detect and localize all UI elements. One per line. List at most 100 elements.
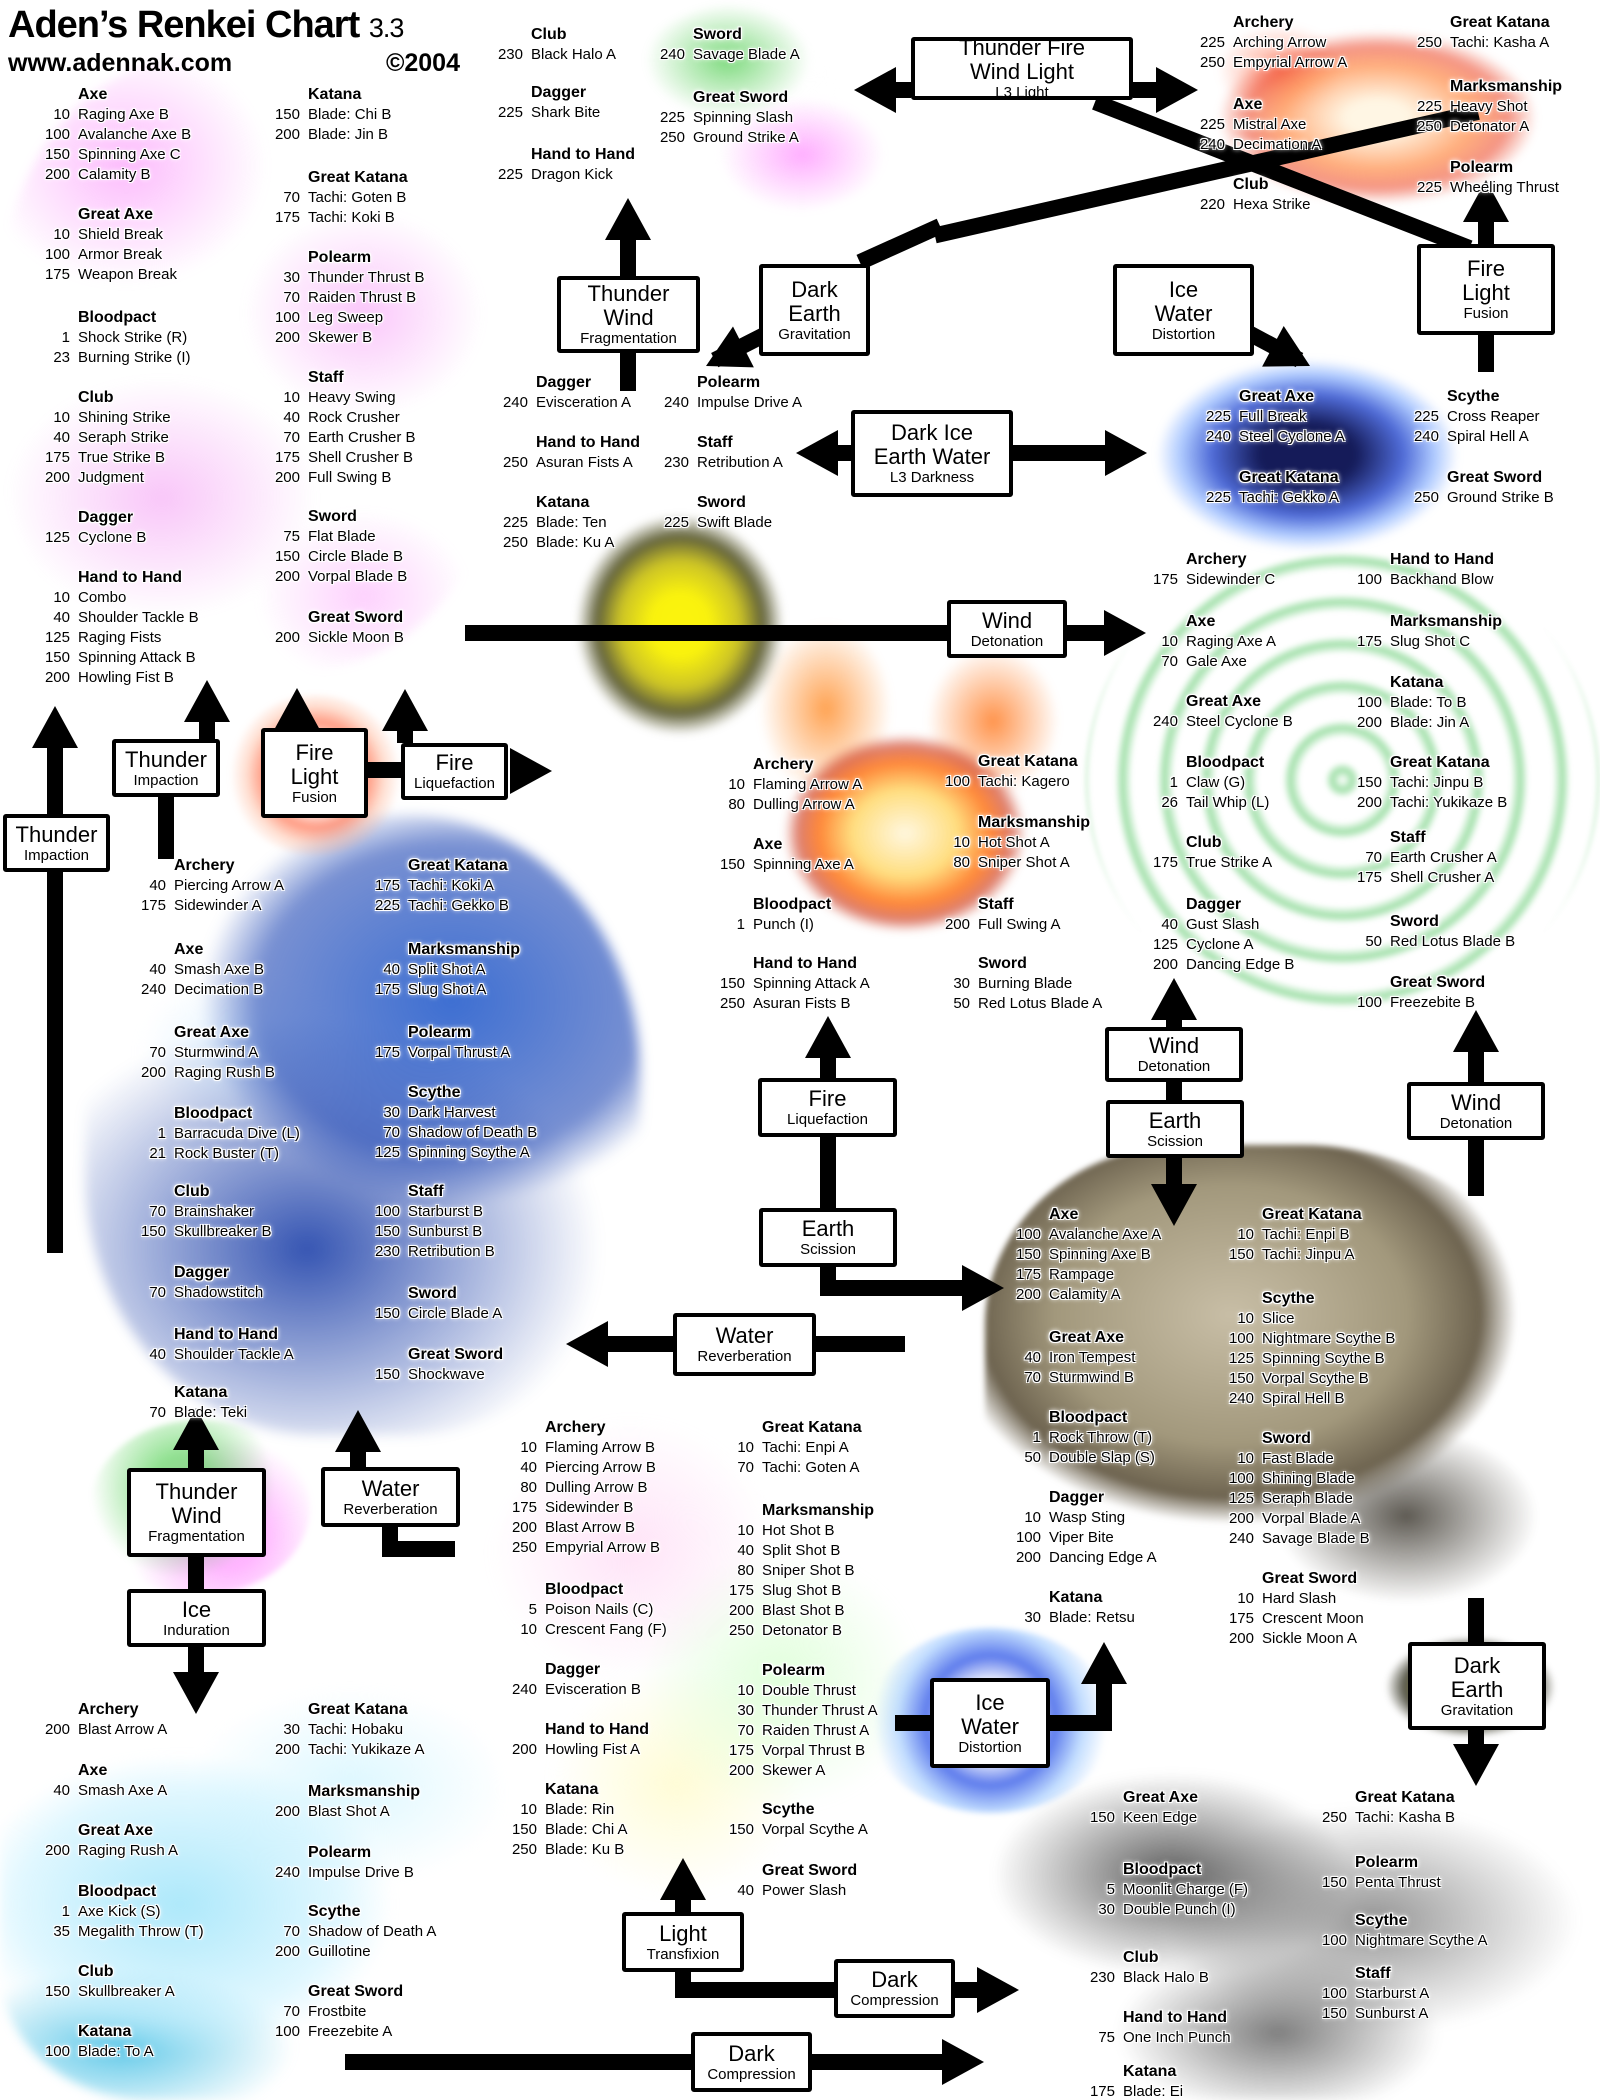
skill-level: 150 bbox=[374, 1366, 400, 1383]
skill-name: Shell Crusher A bbox=[1390, 869, 1495, 886]
skill-name: Earth Crusher A bbox=[1390, 849, 1497, 866]
group-heading: Hand to Hand bbox=[1123, 2009, 1227, 2026]
skill-level: 250 bbox=[1321, 1809, 1347, 1826]
group-heading: Sword bbox=[308, 508, 357, 525]
box-sublabel: L3 Light bbox=[995, 84, 1049, 101]
skill-level: 40 bbox=[1024, 1349, 1041, 1366]
skill-name: Red Lotus Blade A bbox=[978, 995, 1103, 1012]
skill-name: Tachi: Gekko B bbox=[408, 897, 509, 914]
box-sublabel: Reverberation bbox=[343, 1500, 438, 1518]
skill-level: 10 bbox=[1161, 633, 1178, 650]
arrow-bar bbox=[820, 1280, 966, 1296]
skill-level: 175 bbox=[1015, 1266, 1041, 1283]
skill-level: 225 bbox=[659, 109, 685, 126]
group-heading: Great Sword bbox=[308, 609, 404, 626]
box-sublabel: L3 Darkness bbox=[889, 469, 975, 486]
skill-level: 200 bbox=[511, 1741, 537, 1758]
skill-name: Shoulder Tackle A bbox=[174, 1346, 294, 1363]
skill-level: 200 bbox=[274, 329, 300, 346]
arrow-bar bbox=[1468, 1730, 1484, 1744]
skill-name: Earth Crusher B bbox=[308, 429, 416, 446]
box-label: Dark bbox=[871, 1967, 918, 1992]
box-label: Light bbox=[290, 763, 339, 789]
skill-name: Hard Slash bbox=[1262, 1590, 1337, 1607]
skill-level: 175 bbox=[1356, 869, 1382, 886]
box-sublabel: Detonation bbox=[1439, 1114, 1513, 1132]
skill-name: Claw (G) bbox=[1186, 774, 1246, 791]
skill-name: Crescent Fang (F) bbox=[545, 1621, 667, 1638]
skill-name: Steel Cyclone A bbox=[1239, 428, 1345, 445]
skill-name: Spinning Scythe B bbox=[1262, 1350, 1385, 1367]
skill-name: Tachi: Kasha A bbox=[1450, 34, 1550, 51]
skill-name: Tachi: Gekko A bbox=[1239, 489, 1340, 506]
skill-name: Black Halo A bbox=[531, 46, 617, 63]
skill-name: Sidewinder B bbox=[545, 1499, 634, 1516]
box-label: Water bbox=[715, 1323, 774, 1348]
box-sublabel: Detonation bbox=[970, 632, 1044, 650]
group-heading: Bloodpact bbox=[78, 309, 157, 326]
arrowhead-right bbox=[1156, 67, 1198, 113]
box-label: Ice bbox=[181, 1596, 212, 1622]
skill-level: 100 bbox=[44, 246, 70, 263]
skill-name: Slug Shot A bbox=[408, 981, 487, 998]
skill-level: 200 bbox=[274, 126, 300, 143]
skill-name: Spinning Scythe A bbox=[408, 1144, 530, 1161]
skill-level: 225 bbox=[1205, 408, 1231, 425]
arrow-bar bbox=[1133, 82, 1156, 98]
arrow-bar bbox=[382, 1541, 455, 1557]
skill-name: Shining Blade bbox=[1262, 1470, 1355, 1487]
skill-name: Brainshaker bbox=[174, 1203, 255, 1220]
skill-level: 26 bbox=[1161, 794, 1178, 811]
skill-level: 30 bbox=[1098, 1901, 1115, 1918]
skill-level: 40 bbox=[149, 961, 166, 978]
arrowhead-up bbox=[1081, 1642, 1127, 1684]
skill-name: Fast Blade bbox=[1262, 1450, 1334, 1467]
group-heading: Axe bbox=[1049, 1206, 1079, 1223]
skill-name: Vorpal Blade B bbox=[308, 568, 408, 585]
skill-level: 200 bbox=[274, 568, 300, 585]
skill-level: 70 bbox=[149, 1404, 166, 1421]
skill-name: Flaming Arrow B bbox=[545, 1439, 656, 1456]
skill-name: Slice bbox=[1262, 1310, 1295, 1327]
box-sublabel: Impaction bbox=[133, 771, 199, 789]
skill-level: 150 bbox=[511, 1821, 537, 1838]
arrow-bar bbox=[47, 872, 63, 1253]
skill-name: Tachi: Koki A bbox=[408, 877, 494, 894]
group-heading: Scythe bbox=[1447, 388, 1500, 405]
skill-level: 10 bbox=[953, 834, 970, 851]
arrow-bar bbox=[1468, 1140, 1484, 1196]
skill-level: 150 bbox=[1356, 774, 1382, 791]
